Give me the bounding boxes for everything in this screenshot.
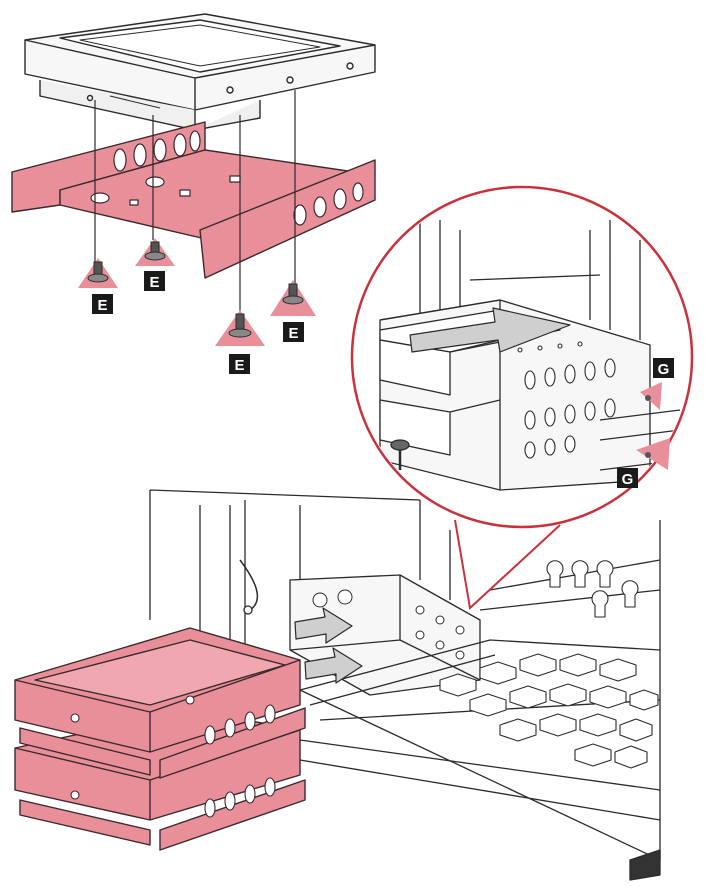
svg-text:E: E — [97, 297, 107, 314]
zoom-callout: G G — [350, 185, 694, 610]
insert-arrow-icon — [294, 607, 363, 684]
screw-markers — [78, 238, 316, 346]
insert-arrow-icon — [409, 307, 571, 353]
top-hdd-assembly: E E E E — [11, 13, 376, 374]
screw-icon — [215, 310, 265, 346]
case-floor-mesh — [439, 653, 659, 769]
hard-drive-stack — [14, 627, 306, 851]
pc-case-interior — [149, 489, 661, 881]
label-e-1: E — [92, 294, 113, 314]
label-e-2: E — [144, 271, 165, 291]
screw-icon — [135, 238, 175, 266]
label-e-4: E — [283, 322, 304, 342]
label-g-2: G — [617, 468, 638, 488]
svg-text:E: E — [288, 325, 298, 342]
drive-bracket-icon — [11, 121, 376, 279]
screw-guide-lines — [94, 90, 296, 318]
screw-icon — [640, 382, 662, 410]
label-g-1: G — [653, 358, 674, 378]
svg-text:G: G — [658, 361, 670, 378]
screw-icon — [636, 438, 670, 470]
label-e-3: E — [229, 354, 250, 374]
svg-text:E: E — [149, 274, 159, 291]
svg-text:E: E — [234, 357, 244, 374]
svg-text:G: G — [622, 471, 634, 488]
screw-icon — [78, 258, 118, 288]
screw-icon — [270, 280, 316, 316]
hard-drive-icon — [24, 13, 376, 131]
